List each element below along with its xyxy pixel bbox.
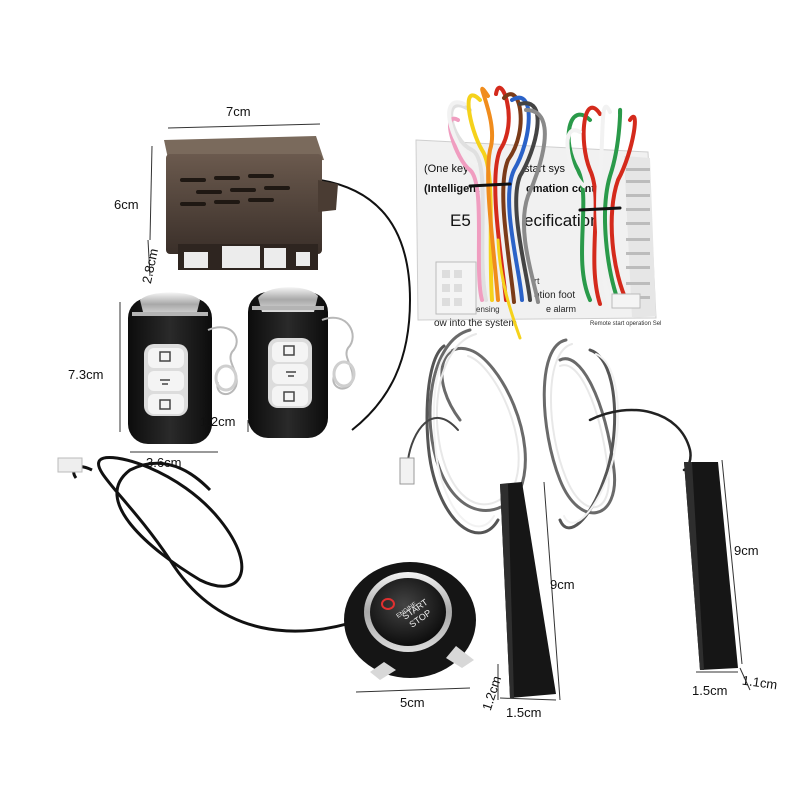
dim-remote-thickness: 1.2cm (200, 414, 236, 429)
dim-remote-width: 3.6cm (146, 455, 182, 470)
manual-text-d: ow into the system (434, 318, 517, 329)
control-box (164, 136, 412, 431)
main-wiring-harness (435, 85, 547, 340)
dim-remote-height: 7.3cm (68, 367, 104, 382)
dim-antenna-left-length: 9cm (550, 577, 575, 592)
manual-heading-right: ecification (524, 211, 600, 230)
manual-text-e: Remote start operation Sel (590, 321, 661, 327)
manual-text-c: e alarm (546, 304, 576, 314)
dim-antenna-right-length: 9cm (734, 543, 759, 558)
manual-mid-text: rt (534, 276, 540, 286)
dim-antenna-left-width: 1.5cm (506, 705, 542, 720)
manual-text-a: otion foot (534, 290, 575, 301)
secondary-wiring-harness (565, 104, 641, 309)
manual-heading-left: E5 (450, 211, 471, 230)
remote-key-fob-1 (128, 292, 238, 444)
dimension-lines (119, 123, 751, 701)
induction-antenna-right (542, 338, 738, 670)
induction-antenna-left (399, 328, 556, 698)
dim-control-box-height: 6cm (114, 197, 139, 212)
dim-control-box-width: 7cm (226, 104, 251, 119)
start-stop-button-assembly: ENGINE START STOP (57, 456, 476, 680)
manual-line1b: start sys (524, 163, 565, 175)
dim-button-diameter: 5cm (400, 695, 425, 710)
remote-key-fob-2 (248, 287, 356, 438)
manual-line2b: omation contr (526, 183, 600, 195)
dim-antenna-right-width: 1.5cm (692, 683, 728, 698)
manual-line1: (One key (424, 163, 469, 175)
manual-line2: (Intelligent (424, 183, 480, 195)
